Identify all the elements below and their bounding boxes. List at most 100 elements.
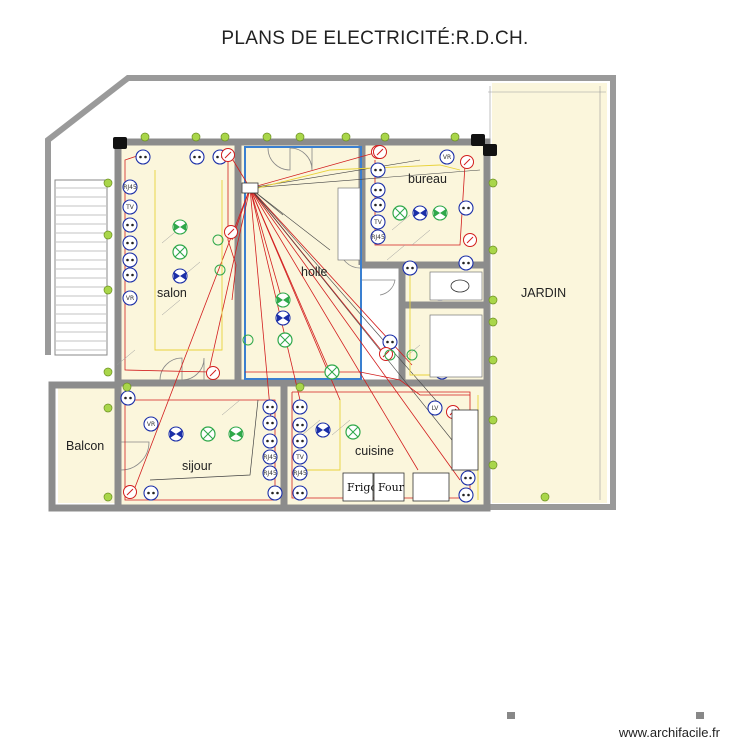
socket-pin — [147, 491, 150, 495]
socket-pin — [374, 168, 377, 172]
socket-ring — [122, 179, 138, 195]
switch-toggle — [466, 236, 474, 244]
light-cross — [174, 246, 186, 258]
socket-pin — [144, 155, 147, 159]
socket-pin — [296, 405, 299, 409]
wc-box — [429, 271, 483, 301]
spot-shape — [434, 209, 446, 217]
wire-dark — [249, 187, 453, 441]
socket-pin — [301, 405, 304, 409]
room-label-jardin: JARDIN — [521, 286, 566, 300]
socket — [135, 149, 151, 165]
socket-pin — [131, 223, 134, 227]
socket-pin — [271, 491, 274, 495]
outdoor-light — [488, 355, 498, 365]
spot-shape — [277, 314, 289, 322]
outdoor-light — [191, 132, 201, 142]
socket-text: RJ45 — [263, 454, 277, 461]
wall-light — [214, 264, 226, 276]
socket — [370, 197, 386, 213]
switch-toggle — [376, 148, 384, 156]
socket-pin — [464, 476, 467, 480]
wire-red — [249, 187, 419, 471]
wire-grey — [386, 244, 406, 261]
socket-pin — [469, 476, 472, 480]
room-label-salon: salon — [157, 286, 187, 300]
switch-toggle — [382, 350, 390, 358]
wire-grey — [301, 419, 321, 436]
socket-ring — [122, 267, 138, 283]
room-label-balcon: Balcon — [66, 439, 104, 453]
socket-rj45: RJ45 — [292, 465, 308, 481]
socket-ring — [292, 449, 308, 465]
switch-toggle — [227, 228, 235, 236]
spot-shape — [170, 430, 182, 438]
wire-grey — [331, 419, 351, 436]
socket-tv: TV — [122, 199, 138, 215]
switch-toggle — [224, 151, 232, 159]
wire-grey — [161, 299, 181, 316]
wire-dark — [149, 399, 259, 481]
socket — [460, 470, 476, 486]
outdoor-light-group — [103, 132, 550, 502]
wiring — [116, 151, 481, 501]
socket-pin — [301, 439, 304, 443]
socket-text: RJ45 — [371, 234, 385, 241]
socket-pin — [193, 155, 196, 159]
spot-light — [228, 426, 244, 442]
page-mark-right — [696, 712, 704, 719]
socket-ring — [402, 260, 418, 276]
socket-text: TV — [373, 219, 383, 226]
socket-text: RJ45 — [263, 470, 277, 477]
wire-grey — [411, 229, 431, 246]
socket — [143, 485, 159, 501]
outdoor-light — [488, 178, 498, 188]
socket — [262, 433, 278, 449]
socket-pin — [129, 396, 132, 400]
socket-pin — [198, 155, 201, 159]
light-cross — [394, 207, 406, 219]
wire-red — [227, 155, 237, 301]
outdoor-light — [488, 460, 498, 470]
spot-light — [172, 219, 188, 235]
stairs — [54, 179, 108, 356]
outdoor-light — [488, 245, 498, 255]
outdoor-light — [140, 132, 150, 142]
socket — [382, 334, 398, 350]
spot-light — [412, 205, 428, 221]
socket-ring — [370, 197, 386, 213]
outdoor-light — [220, 132, 230, 142]
switch — [463, 233, 477, 247]
holle-partition — [244, 146, 362, 380]
socket-ring — [370, 182, 386, 198]
wire-grey — [116, 349, 136, 366]
socket-pin — [271, 439, 274, 443]
socket-pin — [462, 493, 465, 497]
socket-pin — [266, 405, 269, 409]
socket-pin — [462, 261, 465, 265]
socket-ring — [122, 290, 138, 306]
socket-pin — [386, 340, 389, 344]
socket-tv: TV — [370, 214, 386, 230]
four-box — [373, 472, 405, 502]
socket-pin — [301, 491, 304, 495]
outdoor-light — [295, 382, 305, 392]
spot-light — [315, 422, 331, 438]
socket — [122, 235, 138, 251]
socket-pin — [126, 241, 129, 245]
socket-rj45: RJ45 — [262, 449, 278, 465]
wire-grey — [401, 344, 421, 361]
socket-pin — [467, 261, 470, 265]
spot-shape — [174, 223, 186, 231]
plan-title: PLANS DE ELECTRICITÉ:R.D.CH. — [221, 28, 529, 49]
socket — [262, 399, 278, 415]
wire-red — [249, 187, 301, 401]
spot-light — [432, 205, 448, 221]
socket-pin — [379, 203, 382, 207]
switch-toggle — [463, 158, 471, 166]
page-mark-left — [507, 712, 515, 719]
switch — [224, 225, 238, 239]
socket-rj45: RJ45 — [122, 179, 138, 195]
socket-pin — [152, 491, 155, 495]
